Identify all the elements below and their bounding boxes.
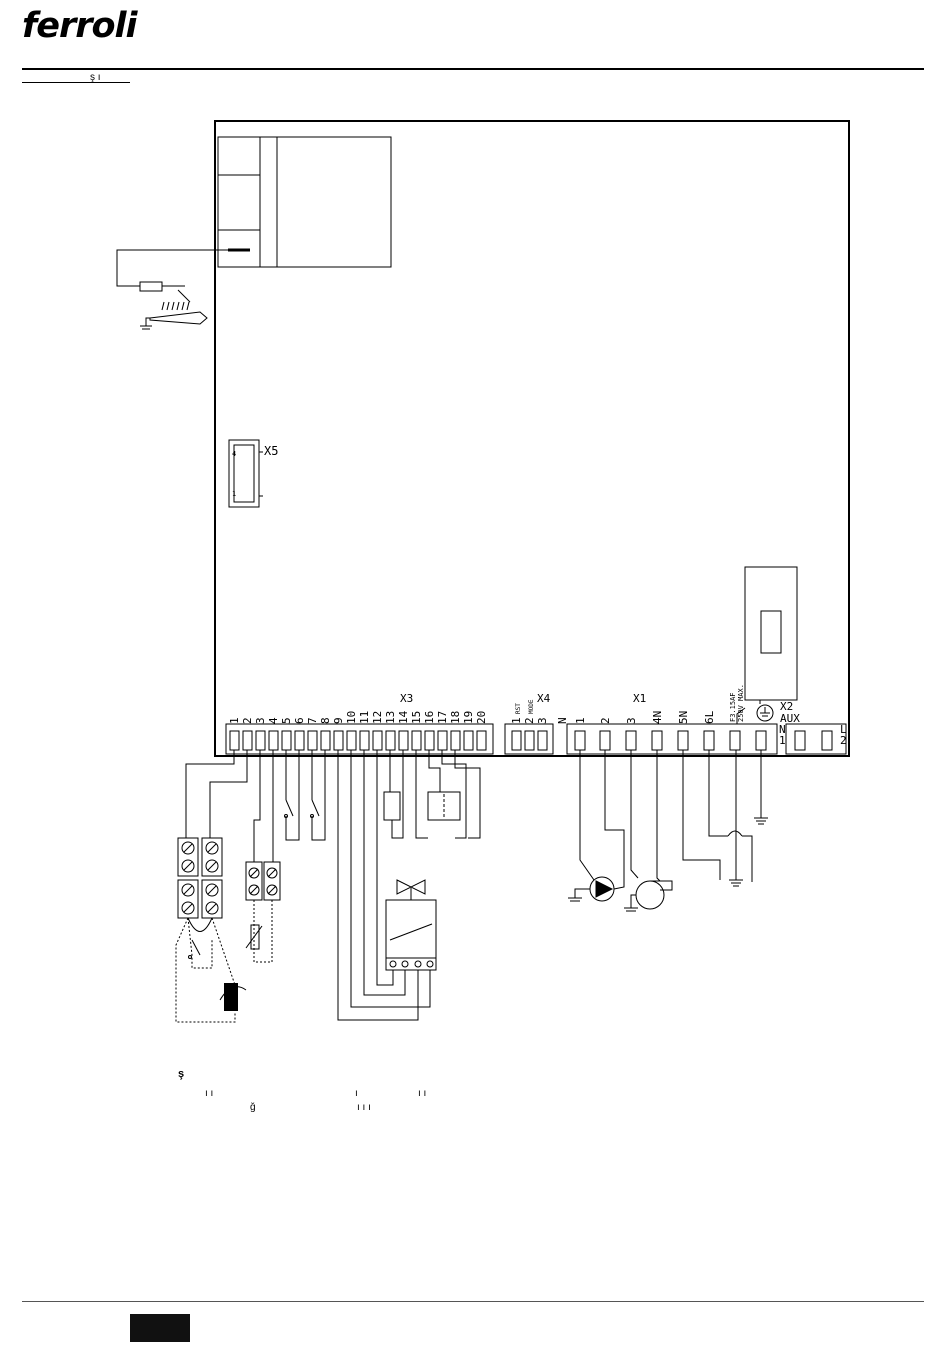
control-board-outline: [215, 121, 849, 756]
x3-num-10: 10: [345, 711, 358, 724]
electrode-resistor: [140, 282, 162, 291]
x3-num-4: 4: [267, 717, 280, 724]
x3-num-2: 2: [241, 717, 254, 724]
x4-label: X4: [537, 692, 551, 705]
connector-block-b: [202, 838, 222, 876]
x3-num-11: 11: [358, 711, 371, 724]
x4-num-1: 1: [510, 717, 523, 724]
x3-num-14: 14: [397, 710, 410, 724]
x2-numbers: N 1 L 2: [779, 723, 847, 747]
x3-num-1: 1: [228, 717, 241, 724]
x5-label: X5: [264, 444, 278, 458]
x3-num-9: 9: [332, 717, 345, 724]
x4-rst: RST: [515, 703, 522, 714]
burner-icon: [150, 312, 207, 324]
x5-pin-top: 4: [232, 450, 236, 458]
aux-module: [745, 567, 797, 700]
x3-num-15: 15: [410, 711, 423, 724]
x4-terminals: [512, 731, 547, 750]
connector-block-c: [178, 880, 198, 918]
x1-label: X1: [633, 692, 646, 705]
x3-num-12: 12: [371, 711, 384, 724]
thermostat-icon: [220, 983, 246, 1011]
caption-line-b: ğ: [250, 1102, 256, 1113]
x2-num-2: 2: [840, 734, 847, 747]
x5-pin-bottom: 1: [232, 490, 236, 498]
connector-block-a: [178, 838, 198, 876]
x3-num-20: 20: [475, 711, 488, 724]
x2-num-1: 1: [779, 734, 786, 747]
x3-label: X3: [400, 692, 413, 705]
x4-mode: MODE: [528, 699, 535, 714]
three-way-valve: [386, 900, 436, 970]
x3-num-18: 18: [449, 711, 462, 724]
terminal-block-x1: [567, 724, 777, 754]
x1-num-3: 3: [625, 717, 638, 724]
x1-num-2: 2: [599, 717, 612, 724]
fuse-rating: 250V MAX.: [737, 684, 745, 722]
x1-num-1: 1: [574, 717, 587, 724]
x1-numbers: N 1 2 3 4N 5N 6L F3.15AF 250V MAX.: [556, 684, 745, 724]
page-number-box: [130, 1314, 190, 1342]
caption-line-e: ı ı ı: [357, 1102, 371, 1113]
x4-num-2: 2: [523, 717, 536, 724]
x1-num-n: N: [556, 717, 569, 724]
x3-num-3: 3: [254, 717, 267, 724]
fan-icon: [636, 881, 664, 909]
caption-line-c: ı: [355, 1088, 358, 1099]
x3-num-6: 6: [293, 717, 306, 724]
x1-terminals: [575, 731, 766, 750]
footer-rule: [22, 1301, 924, 1302]
x1-num-5n: 5N: [677, 711, 690, 724]
caption-heading: ş: [178, 1068, 184, 1080]
x3-num-8: 8: [319, 717, 332, 724]
x1-num-6l: 6L: [703, 710, 716, 724]
relay-coil: [384, 792, 400, 820]
x3-num-16: 16: [423, 711, 436, 724]
x3-num-5: 5: [280, 717, 293, 724]
x1-num-4n: 4N: [651, 711, 664, 724]
caption-line-d: ı ı: [418, 1088, 426, 1099]
x3-num-7: 7: [306, 717, 319, 724]
connector-block-d: [202, 880, 222, 918]
x3-numbers: 1 2 3 4 5 6 7 8 9 10 11 12 13 14 15 16 1…: [228, 710, 488, 724]
flame-icons: [162, 302, 189, 310]
fuse-label: F3.15AF: [729, 692, 737, 722]
x3-num-17: 17: [436, 711, 449, 724]
x2-terminals: [795, 731, 832, 750]
ntc-sensor: [251, 925, 259, 949]
x3-terminals: [230, 731, 486, 750]
ignition-module: [218, 137, 391, 267]
caption-line-a: ı ı: [205, 1088, 213, 1099]
x4-num-3: 3: [536, 717, 549, 724]
x3-num-19: 19: [462, 711, 475, 724]
x3-num-13: 13: [384, 711, 397, 724]
